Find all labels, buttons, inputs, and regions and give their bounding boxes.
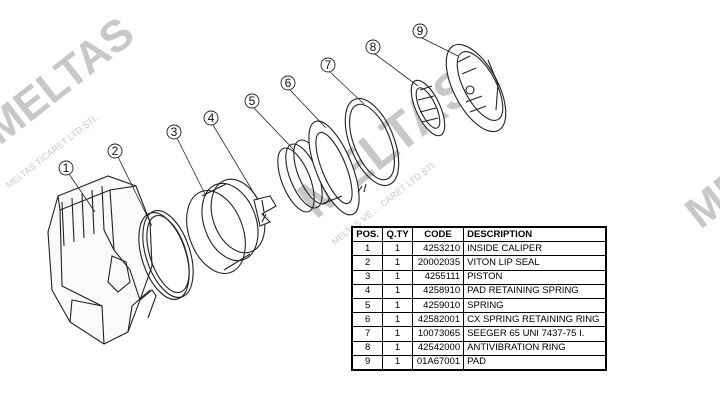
header-description: DESCRIPTION bbox=[463, 226, 607, 243]
watermark-brand-right: MELTAS bbox=[676, 92, 720, 238]
callout-3: 3 bbox=[166, 124, 182, 140]
callout-5-label: 5 bbox=[249, 94, 256, 108]
table-row: 8 1 42542000 ANTIVIBRATION RING bbox=[351, 340, 607, 356]
part-7-seeger-ring bbox=[344, 98, 400, 193]
cell-description: PISTON bbox=[463, 269, 607, 285]
cell-pos: 9 bbox=[351, 354, 384, 371]
cell-qty: 1 bbox=[382, 326, 413, 342]
table-header-row: POS. Q.TY CODE DESCRIPTION bbox=[351, 226, 607, 243]
callout-6: 6 bbox=[280, 75, 296, 91]
cell-qty: 1 bbox=[382, 269, 413, 285]
callout-8: 8 bbox=[365, 39, 381, 55]
cell-description: SEEGER 65 UNI 7437-75 I. bbox=[463, 326, 607, 342]
callouts: 1 2 3 4 5 6 7 8 bbox=[58, 23, 428, 176]
table-row: 6 1 42582001 CX SPRING RETAINING RING bbox=[351, 312, 607, 328]
callout-leaders bbox=[68, 37, 459, 227]
callout-9-label: 9 bbox=[417, 24, 424, 38]
cell-pos: 2 bbox=[351, 255, 384, 271]
cell-qty: 1 bbox=[382, 241, 413, 257]
header-code: CODE bbox=[411, 226, 465, 243]
cell-code: 4253210 bbox=[411, 241, 465, 257]
cell-description: CX SPRING RETAINING RING bbox=[463, 312, 607, 328]
table-row: 9 1 01A67001 PAD bbox=[351, 354, 607, 371]
cell-pos: 3 bbox=[351, 269, 384, 285]
callout-7-label: 7 bbox=[325, 58, 332, 72]
callout-5: 5 bbox=[244, 93, 260, 109]
cell-qty: 1 bbox=[382, 255, 413, 271]
callout-9: 9 bbox=[412, 23, 428, 39]
callout-2-label: 2 bbox=[112, 144, 119, 158]
table-row: 3 1 4255111 PISTON bbox=[351, 269, 607, 285]
part-9-pad bbox=[445, 43, 507, 133]
cell-code: 10073065 bbox=[411, 326, 465, 342]
table-row: 7 1 10073065 SEEGER 65 UNI 7437-75 I. bbox=[351, 326, 607, 342]
cell-qty: 1 bbox=[382, 312, 413, 328]
cell-pos: 1 bbox=[351, 241, 384, 257]
cell-description: ANTIVIBRATION RING bbox=[463, 340, 607, 356]
cell-code: 4258910 bbox=[411, 283, 465, 299]
callout-3-label: 3 bbox=[171, 125, 178, 139]
cell-code: 20002035 bbox=[411, 255, 465, 271]
part-2-viton-lip-seal bbox=[138, 210, 194, 300]
cell-description: VITON LIP SEAL bbox=[463, 255, 607, 271]
cell-code: 42542000 bbox=[411, 340, 465, 356]
callout-8-label: 8 bbox=[370, 40, 377, 54]
part-6-spring-retaining-ring bbox=[308, 120, 360, 216]
cell-pos: 8 bbox=[351, 340, 384, 356]
cell-pos: 7 bbox=[351, 326, 384, 342]
header-qty: Q.TY bbox=[382, 226, 413, 243]
cell-code: 01A67001 bbox=[411, 354, 465, 371]
table-row: 1 1 4253210 INSIDE CALIPER bbox=[351, 241, 607, 257]
table-row: 4 1 4258910 PAD RETAINING SPRING bbox=[351, 283, 607, 299]
callout-6-label: 6 bbox=[285, 76, 292, 90]
cell-qty: 1 bbox=[382, 297, 413, 314]
watermark-right: MELTAS bbox=[676, 92, 720, 238]
watermark-left: MELTAS MELTAS TİCARET LTD.ŞTİ. bbox=[0, 8, 143, 190]
cell-qty: 1 bbox=[382, 283, 413, 299]
cell-code: 4259010 bbox=[411, 297, 465, 314]
part-8-antivibration-ring bbox=[410, 79, 446, 137]
callout-4: 4 bbox=[203, 110, 219, 126]
table-row: 5 1 4259010 SPRING bbox=[351, 297, 607, 314]
callout-4-label: 4 bbox=[208, 111, 215, 125]
cell-code: 42582001 bbox=[411, 312, 465, 328]
cell-description: PAD RETAINING SPRING bbox=[463, 283, 607, 299]
header-pos: POS. bbox=[351, 226, 384, 243]
cell-pos: 5 bbox=[351, 297, 384, 314]
part-4-pad-retaining-spring bbox=[253, 195, 277, 227]
callout-2: 2 bbox=[107, 143, 123, 159]
part-3-piston bbox=[186, 178, 266, 274]
table-row: 2 1 20002035 VITON LIP SEAL bbox=[351, 255, 607, 271]
parts-list-table: POS. Q.TY CODE DESCRIPTION 1 1 4253210 I… bbox=[351, 226, 607, 371]
callout-1: 1 bbox=[58, 160, 74, 176]
cell-qty: 1 bbox=[382, 340, 413, 356]
callout-1-label: 1 bbox=[63, 161, 70, 175]
part-1-inside-caliper bbox=[47, 175, 157, 345]
cell-pos: 4 bbox=[351, 283, 384, 299]
cell-description: INSIDE CALIPER bbox=[463, 241, 607, 257]
callout-7: 7 bbox=[320, 57, 336, 73]
cell-code: 4255111 bbox=[411, 269, 465, 285]
cell-qty: 1 bbox=[382, 354, 413, 371]
cell-description: PAD bbox=[463, 354, 607, 371]
cell-description: SPRING bbox=[463, 297, 607, 314]
cell-pos: 6 bbox=[351, 312, 384, 328]
